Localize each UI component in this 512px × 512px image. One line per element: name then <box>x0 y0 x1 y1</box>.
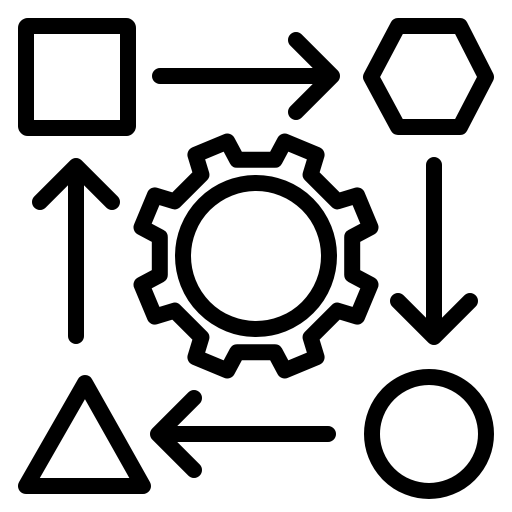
gear-outline <box>133 133 379 379</box>
circle-node <box>364 369 494 499</box>
gear-icon <box>133 133 379 379</box>
arrow-up-icon <box>32 158 120 344</box>
triangle-node <box>18 375 151 494</box>
arrow-right-icon <box>152 32 340 120</box>
gear-inner-circle <box>175 175 337 337</box>
arrow-left-icon <box>150 390 336 478</box>
hexagon-node <box>363 18 494 135</box>
arrow-down-icon <box>390 157 478 345</box>
square-node <box>18 18 136 136</box>
